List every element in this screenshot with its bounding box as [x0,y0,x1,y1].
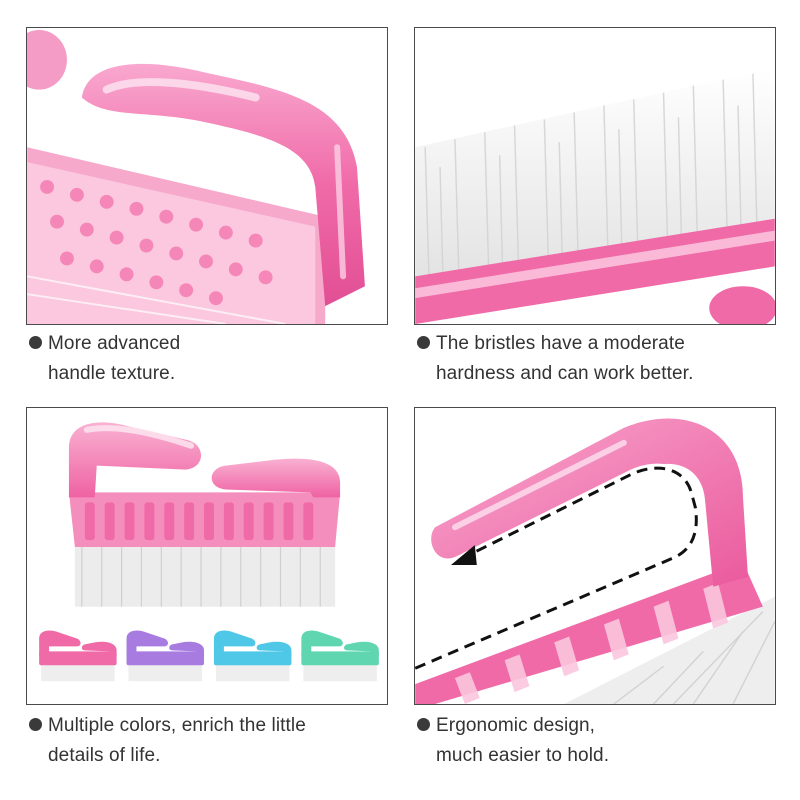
feature-1-line-1: More advanced [48,333,181,354]
image-panel-ergonomic [414,407,776,705]
feature-3-line-2: details of life. [48,745,161,766]
bullet-dot-icon [417,718,430,731]
bullet-dot-icon [417,336,430,349]
feature-caption-3: Multiple colors, enrich the little detai… [29,711,306,771]
feature-4-line-1: Ergonomic design, [436,715,596,736]
ergonomic-handle-image [415,408,775,704]
feature-2-line-1: The bristles have a moderate [436,333,685,354]
bullet-dot-icon [29,336,42,349]
variant-blue [213,630,292,682]
variant-green [301,630,379,682]
image-panel-handle-texture [26,27,388,325]
image-panel-bristles [414,27,776,325]
feature-1-line-2: handle texture. [48,363,176,384]
feature-caption-1: More advanced handle texture. [29,329,180,389]
feature-3-line-1: Multiple colors, enrich the little [48,715,306,736]
variant-pink [39,630,117,682]
main-brush [68,422,341,607]
bristles-closeup-image [415,28,775,324]
bullet-dot-icon [29,718,42,731]
handle-closeup-image [27,28,387,324]
color-variants-image [27,408,387,704]
feature-4-line-2: much easier to hold. [436,745,610,766]
feature-caption-4: Ergonomic design, much easier to hold. [417,711,609,771]
curved-arrow-icon [415,466,698,670]
image-panel-colors [26,407,388,705]
feature-caption-2: The bristles have a moderate hardness an… [417,329,693,389]
variant-purple [126,630,205,682]
feature-2-line-2: hardness and can work better. [436,363,694,384]
